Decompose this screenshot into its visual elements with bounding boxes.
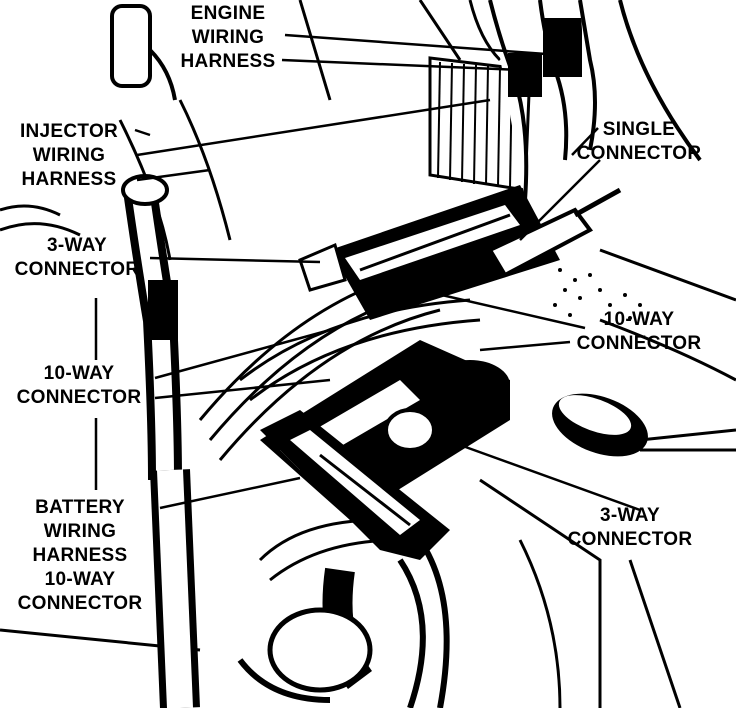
label-battery-wiring-harness: BATTERY WIRING HARNESS 10-WAY CONNECTOR — [4, 496, 156, 616]
label-engine-line-2: WIRING — [191, 27, 265, 48]
label-3way-left-line-1: 3-WAY — [47, 235, 107, 256]
label-battery-line-3: HARNESS — [32, 545, 128, 566]
battery-harness-tube — [150, 469, 200, 708]
right-3way-connector-plug — [552, 393, 736, 457]
label-10way-connector-left: 10-WAY CONNECTOR — [4, 362, 154, 410]
label-10way-right-line-2: CONNECTOR — [576, 333, 702, 354]
label-3way-right-line-1: 3-WAY — [600, 505, 660, 526]
label-injector-wiring-harness: INJECTOR WIRING HARNESS — [2, 120, 136, 192]
label-3way-right-line-2: CONNECTOR — [567, 529, 693, 550]
label-10way-left-line-1: 10-WAY — [43, 363, 115, 384]
label-injector-line-2: WIRING — [32, 145, 106, 166]
shadow-region — [553, 268, 642, 320]
label-10way-left-line-2: CONNECTOR — [16, 387, 142, 408]
label-3way-connector-right: 3-WAY CONNECTOR — [556, 504, 704, 552]
label-engine-line-1: ENGINE — [190, 3, 266, 24]
label-battery-line-4: 10-WAY — [44, 569, 116, 590]
label-battery-line-5: CONNECTOR — [17, 593, 143, 614]
label-battery-line-1: BATTERY — [35, 497, 125, 518]
label-10way-connector-right: 10-WAY CONNECTOR — [566, 308, 712, 356]
label-injector-line-3: HARNESS — [21, 169, 117, 190]
label-single-connector: SINGLE CONNECTOR — [566, 118, 712, 166]
convoluted-conduit — [428, 56, 532, 192]
bottom-harness-loop — [237, 538, 450, 708]
label-10way-right-line-1: 10-WAY — [603, 309, 675, 330]
label-3way-left-line-2: CONNECTOR — [14, 259, 140, 280]
upper-connector-block — [298, 185, 560, 320]
injector-harness-tube — [121, 174, 182, 481]
label-3way-connector-left: 3-WAY CONNECTOR — [4, 234, 150, 282]
oil-cap — [110, 4, 177, 101]
engine-harness-bundle — [488, 0, 702, 201]
single-connector-plug — [487, 187, 622, 278]
label-injector-line-1: INJECTOR — [19, 121, 119, 142]
leader-lines — [94, 33, 641, 512]
label-single-line-1: SINGLE — [602, 119, 676, 140]
label-battery-line-2: WIRING — [43, 521, 117, 542]
label-single-line-2: CONNECTOR — [576, 143, 702, 164]
label-engine-line-3: HARNESS — [180, 51, 276, 72]
battery-connector-housing — [260, 410, 450, 560]
label-engine-wiring-harness: ENGINE WIRING HARNESS — [178, 2, 278, 74]
